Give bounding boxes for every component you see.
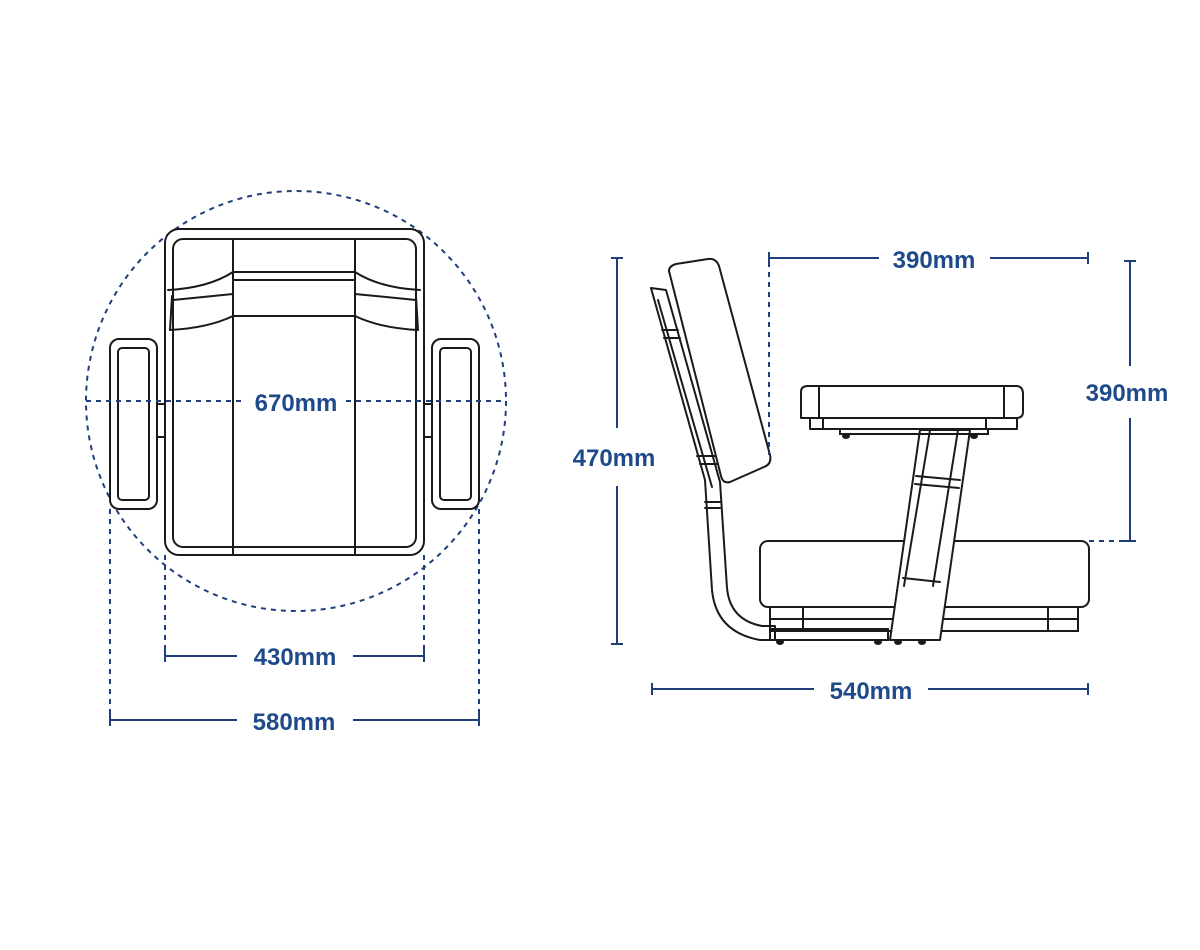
dim-580: 580mm — [109, 709, 480, 736]
label-540: 540mm — [830, 678, 913, 705]
left-armrest-top — [109, 338, 166, 510]
dim-390-horizontal: 390mm — [768, 247, 1089, 274]
armrest-pad-side — [800, 385, 1024, 439]
dim-430: 430mm — [164, 644, 425, 671]
seat-body-top — [164, 228, 425, 556]
label-670: 670mm — [255, 390, 338, 417]
side-view: 390mm 390mm 470mm 540mm — [573, 247, 1169, 705]
swing-circle — [85, 190, 507, 612]
label-390-horizontal: 390mm — [893, 247, 976, 274]
label-580: 580mm — [253, 709, 336, 736]
right-armrest-top — [423, 338, 480, 510]
label-390-vertical: 390mm — [1086, 380, 1169, 407]
armrest-post-side — [889, 429, 971, 641]
dim-390-vertical: 390mm — [1086, 260, 1169, 542]
dim-470: 470mm — [573, 257, 656, 645]
top-view: 670mm 430mm 580mm — [85, 190, 507, 736]
label-470: 470mm — [573, 445, 656, 472]
dim-540: 540mm — [651, 678, 1089, 705]
label-430: 430mm — [254, 644, 337, 671]
